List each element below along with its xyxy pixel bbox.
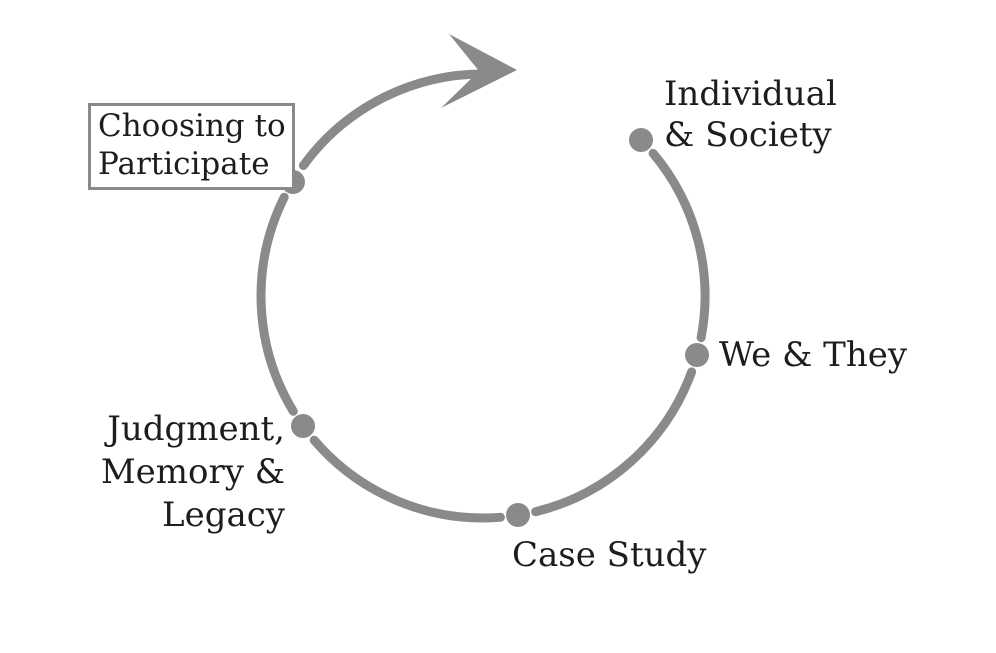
dot-we-and-they [685, 343, 709, 367]
node-label-choosing-to-participate: Choosing to Participate [88, 103, 295, 190]
node-label-judgment-memory-legacy: Judgment, Memory & Legacy [80, 408, 285, 537]
dot-case-study [506, 503, 530, 527]
node-label-line: Participate [98, 146, 270, 182]
dot-individual-and-society [629, 128, 653, 152]
node-label-line: Memory & [100, 452, 285, 492]
node-label-line: We & They [719, 335, 908, 375]
node-label-line: Individual [664, 74, 837, 114]
node-label-we-and-they: We & They [719, 334, 907, 376]
node-label-line: Choosing to [98, 108, 286, 144]
node-label-case-study: Case Study [512, 534, 707, 576]
node-label-line: Judgment, [107, 409, 285, 449]
node-label-line: Legacy [162, 495, 285, 535]
cycle-arc-segments [256, 69, 710, 523]
cycle-arrowhead-icon [441, 34, 517, 108]
node-label-line: & Society [664, 115, 832, 155]
node-label-individual-and-society: Individual & Society [664, 74, 837, 156]
dot-judgment-memory-legacy [291, 414, 315, 438]
node-label-line: Case Study [512, 535, 707, 575]
